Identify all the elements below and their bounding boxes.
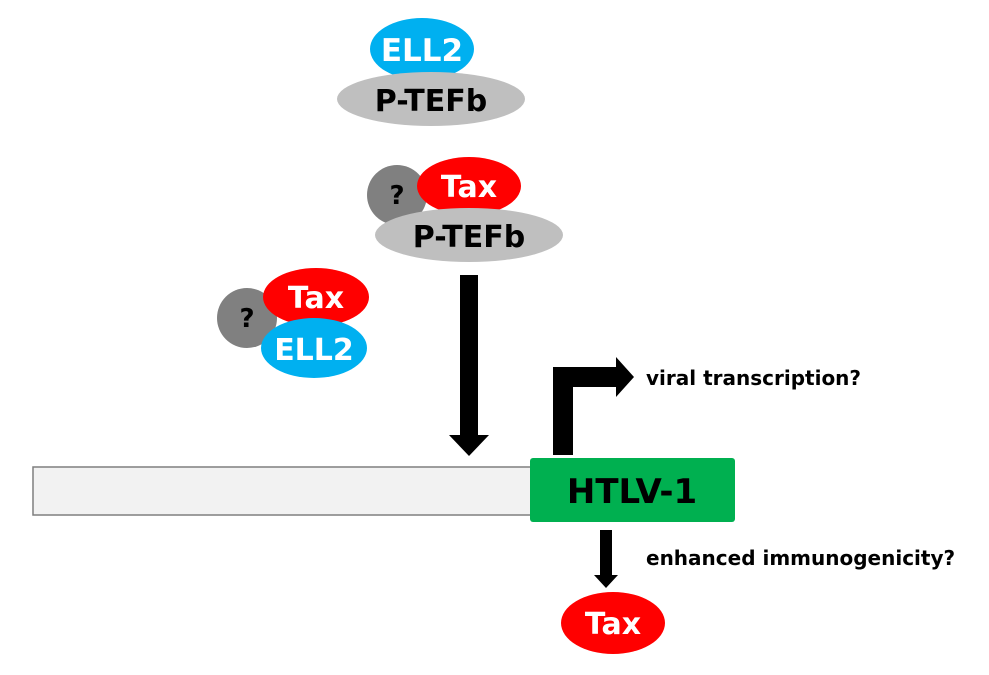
complex-tax-ptefb: ? Tax P-TEFb <box>367 157 563 262</box>
unknown-factor-node <box>217 288 277 348</box>
htlv1-provirus-box <box>530 458 735 522</box>
unknown-factor-node <box>367 165 427 225</box>
ptefb-label: P-TEFb <box>375 84 487 119</box>
recruitment-arrow <box>449 275 489 456</box>
complex-ell2-ptefb: ELL2 P-TEFb <box>337 18 525 126</box>
unknown-factor-label: ? <box>239 304 254 334</box>
complex-tax-ell2: ? Tax ELL2 <box>217 268 369 378</box>
tax-product-node <box>561 592 665 654</box>
tax-node <box>417 157 521 215</box>
tax-label: Tax <box>288 281 344 316</box>
host-genome-bar <box>32 466 534 516</box>
ell2-label: ELL2 <box>274 333 354 368</box>
tax-product-label: Tax <box>585 607 641 642</box>
transcription-start-arrow <box>553 357 634 455</box>
expression-arrow <box>594 530 618 588</box>
unknown-factor-label: ? <box>389 181 404 211</box>
immunogenicity-label: enhanced immunogenicity? <box>646 546 955 570</box>
ell2-node <box>370 18 474 80</box>
ptefb-label: P-TEFb <box>413 220 525 255</box>
ptefb-node <box>375 208 563 262</box>
tax-node <box>263 268 369 326</box>
ell2-label: ELL2 <box>381 33 463 69</box>
htlv1-label: HTLV-1 <box>567 472 697 512</box>
ell2-node <box>261 318 367 378</box>
tax-label: Tax <box>441 170 497 205</box>
viral-transcription-label: viral transcription? <box>646 366 861 390</box>
ptefb-node <box>337 72 525 126</box>
